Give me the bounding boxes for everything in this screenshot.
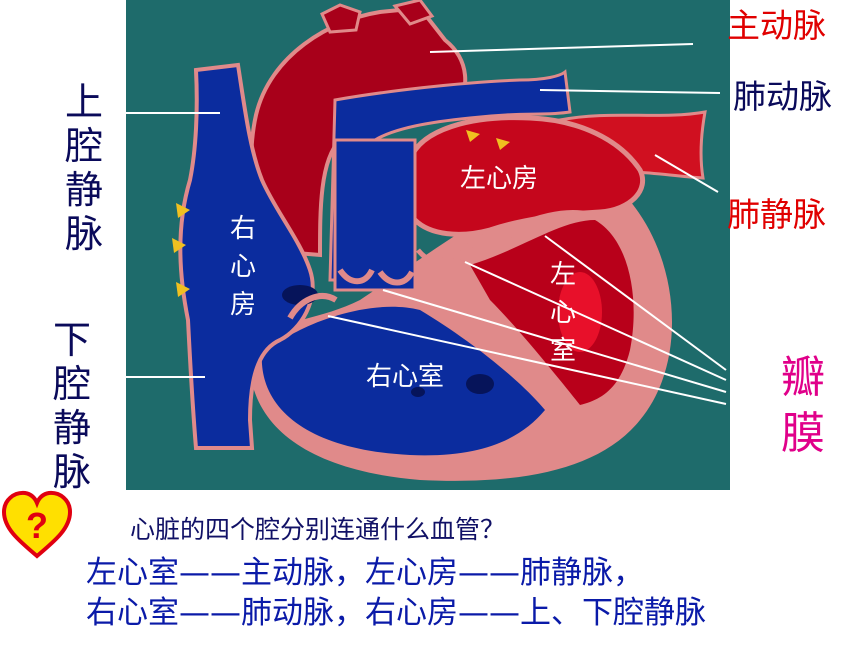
pulmonary-valve bbox=[337, 268, 415, 286]
leader-line-pulmonary-artery bbox=[539, 89, 721, 94]
vertical-label-char: 膜 bbox=[781, 408, 825, 459]
leader-line-aorta bbox=[429, 43, 694, 53]
label-pulmonary-vein: 肺静脉 bbox=[727, 195, 826, 234]
label-left-atrium: 左心房 bbox=[460, 164, 539, 194]
aorta-branch bbox=[392, 0, 435, 26]
label-inferior-vena-cava: 下腔静脉 bbox=[52, 318, 92, 494]
label-valve: 瓣膜 bbox=[777, 350, 829, 462]
vertical-label-char: 静 bbox=[52, 406, 91, 450]
flow-arrow-icon bbox=[176, 203, 190, 218]
label-left-ventricle: 左心室 bbox=[548, 256, 578, 370]
leader-line-valve bbox=[382, 289, 727, 393]
aorta-branch bbox=[320, 3, 362, 34]
label-right-atrium: 右心房 bbox=[228, 210, 258, 324]
flow-arrow-icon bbox=[176, 282, 190, 297]
vertical-label-char: 静 bbox=[64, 168, 103, 212]
label-aorta: 主动脉 bbox=[727, 6, 826, 45]
vertical-label-char: 心 bbox=[229, 252, 256, 282]
label-superior-vena-cava: 上腔静脉 bbox=[64, 80, 104, 256]
vertical-label-char: 瓣 bbox=[781, 352, 825, 403]
vertical-label-char: 上 bbox=[64, 80, 103, 124]
vertical-label-char: 腔 bbox=[64, 124, 103, 168]
leader-line-valve bbox=[544, 235, 727, 371]
vertical-label-char: 左 bbox=[549, 260, 576, 290]
question-text: 心脏的四个腔分别连通什么血管？ bbox=[130, 515, 506, 544]
label-right-ventricle: 右心室 bbox=[366, 362, 445, 392]
lv-highlight bbox=[558, 272, 602, 352]
pulmonary-trunk bbox=[333, 138, 417, 292]
leader-lines bbox=[118, 43, 727, 405]
vertical-label-char: 室 bbox=[549, 336, 576, 366]
svg-text:?: ? bbox=[26, 505, 48, 546]
vertical-label-char: 右 bbox=[229, 214, 256, 244]
aortic-valve bbox=[416, 248, 455, 264]
question-heart-icon: ? bbox=[1, 490, 73, 559]
flow-arrow-icon bbox=[466, 130, 480, 142]
rv-spot bbox=[466, 374, 494, 394]
vertical-label-char: 下 bbox=[52, 318, 91, 362]
flow-arrow-icon bbox=[496, 138, 510, 150]
leader-line-valve bbox=[327, 315, 727, 405]
rv-spot bbox=[411, 387, 425, 397]
label-pulmonary-artery: 肺动脉 bbox=[733, 77, 832, 116]
vertical-label-char: 脉 bbox=[52, 450, 91, 494]
answer-line-1: 左心室——主动脉，左心房——肺静脉， bbox=[86, 555, 644, 591]
vena-cava-right-atrium-shape bbox=[178, 62, 315, 450]
vertical-label-char: 腔 bbox=[52, 362, 91, 406]
tricuspid-valve bbox=[287, 293, 338, 320]
leader-line-valve bbox=[464, 261, 727, 381]
vertical-label-char: 脉 bbox=[64, 212, 103, 256]
left-ventricle-shape bbox=[470, 220, 634, 405]
mitral-valve bbox=[452, 210, 591, 264]
leader-line-pulmonary-vein bbox=[654, 154, 719, 193]
left-atrium-shape bbox=[401, 115, 645, 237]
vertical-label-char: 心 bbox=[549, 298, 576, 328]
right-ventricle-shape bbox=[261, 306, 545, 456]
flow-arrow-icon bbox=[172, 238, 186, 253]
answer-line-2: 右心室——肺动脉，右心房——上、下腔静脉 bbox=[86, 595, 706, 631]
vertical-label-char: 房 bbox=[229, 290, 256, 320]
